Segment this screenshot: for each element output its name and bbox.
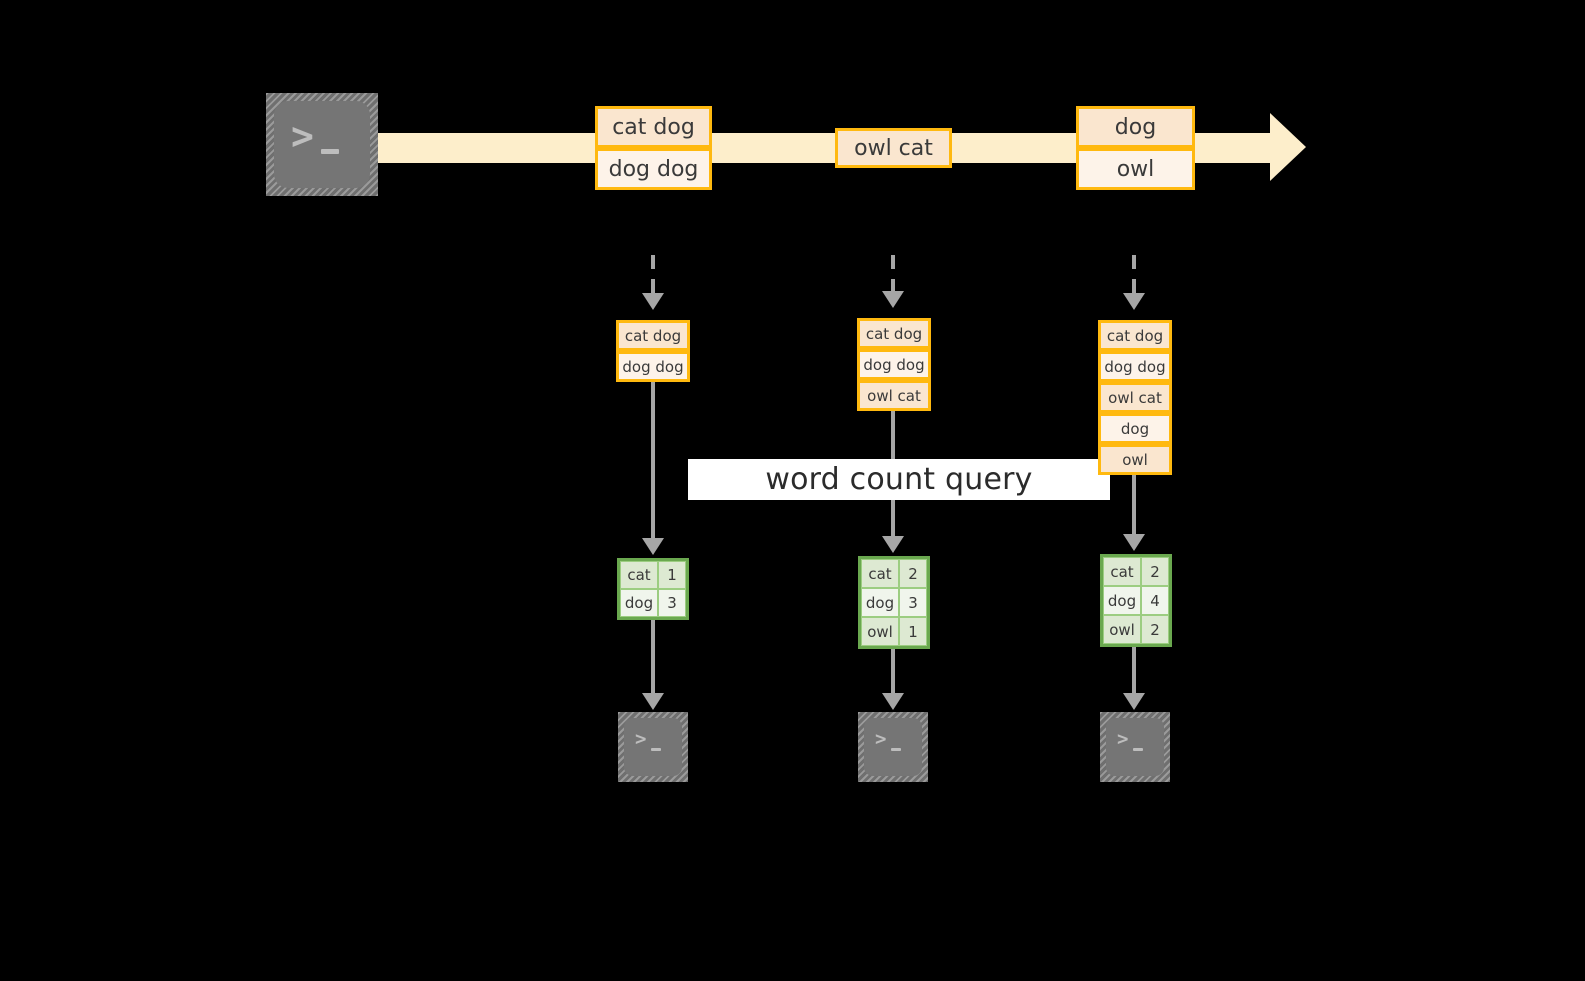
- result-cell-count: 3: [899, 588, 927, 617]
- snapshot-tap-arrowhead: [1123, 293, 1145, 310]
- stream-record-line: dog dog: [595, 148, 712, 190]
- result-output-arrowhead: [1123, 693, 1145, 710]
- consumer-terminal-icon: >: [858, 712, 928, 782]
- prompt-cursor-glyph: [321, 149, 339, 154]
- query-label-band: word count query: [688, 459, 1110, 500]
- event-stream-arrowhead: [1270, 113, 1306, 181]
- query-flow-line: [651, 382, 655, 542]
- result-output-line: [1132, 647, 1136, 697]
- snapshot-state-line: dog dog: [1098, 351, 1172, 382]
- query-flow-arrowhead: [1123, 534, 1145, 551]
- result-cell-count: 2: [1141, 615, 1169, 644]
- snapshot-state-line: dog dog: [857, 349, 931, 380]
- snapshot-tap-line: [1132, 255, 1136, 295]
- word-count-result-table: cat 2 dog 3 owl 1: [858, 556, 930, 649]
- result-cell-count: 4: [1141, 586, 1169, 615]
- consumer-terminal-icon: >: [618, 712, 688, 782]
- producer-terminal-icon: >: [266, 93, 378, 196]
- snapshot-state-line: cat dog: [616, 320, 690, 351]
- query-flow-arrowhead: [882, 536, 904, 553]
- prompt-cursor-glyph: [651, 748, 661, 751]
- prompt-chevron-glyph: >: [875, 728, 887, 750]
- result-cell-word: dog: [861, 588, 899, 617]
- query-flow-line: [1132, 475, 1136, 538]
- result-cell-count: 2: [899, 559, 927, 588]
- prompt-chevron-glyph: >: [635, 728, 647, 750]
- prompt-cursor-glyph: [1133, 748, 1143, 751]
- snapshot-state-line: cat dog: [1098, 320, 1172, 351]
- word-count-result-table: cat 2 dog 4 owl 2: [1100, 554, 1172, 647]
- query-flow-arrowhead: [642, 538, 664, 555]
- result-output-line: [891, 649, 895, 697]
- result-cell-word: owl: [861, 617, 899, 646]
- stream-record-line: cat dog: [595, 106, 712, 148]
- result-cell-word: dog: [1103, 586, 1141, 615]
- prompt-chevron-glyph: >: [291, 114, 314, 158]
- prompt-cursor-glyph: [891, 748, 901, 751]
- result-cell-count: 1: [899, 617, 927, 646]
- result-cell-word: cat: [861, 559, 899, 588]
- snapshot-tap-line: [651, 255, 655, 295]
- snapshot-state-line: owl cat: [857, 380, 931, 411]
- word-count-result-table: cat 1 dog 3: [617, 558, 689, 620]
- stream-record-line: dog: [1076, 106, 1195, 148]
- prompt-chevron-glyph: >: [1117, 728, 1129, 750]
- result-cell-word: cat: [620, 561, 658, 589]
- result-cell-count: 2: [1141, 557, 1169, 586]
- result-output-arrowhead: [642, 693, 664, 710]
- snapshot-tap-arrowhead: [642, 293, 664, 310]
- result-cell-count: 1: [658, 561, 686, 589]
- snapshot-tap-arrowhead: [882, 291, 904, 308]
- result-output-arrowhead: [882, 693, 904, 710]
- query-label-text: word count query: [765, 462, 1033, 497]
- snapshot-state-line: cat dog: [857, 318, 931, 349]
- consumer-terminal-icon: >: [1100, 712, 1170, 782]
- stream-record-line: owl: [1076, 148, 1195, 190]
- snapshot-state-line: owl cat: [1098, 382, 1172, 413]
- result-cell-word: owl: [1103, 615, 1141, 644]
- stream-record-line: owl cat: [835, 128, 952, 168]
- result-cell-word: cat: [1103, 557, 1141, 586]
- result-cell-count: 3: [658, 589, 686, 617]
- result-output-line: [651, 620, 655, 697]
- snapshot-state-line: dog: [1098, 413, 1172, 444]
- snapshot-state-line: dog dog: [616, 351, 690, 382]
- snapshot-state-line: owl: [1098, 444, 1172, 475]
- snapshot-tap-line: [891, 255, 895, 293]
- result-cell-word: dog: [620, 589, 658, 617]
